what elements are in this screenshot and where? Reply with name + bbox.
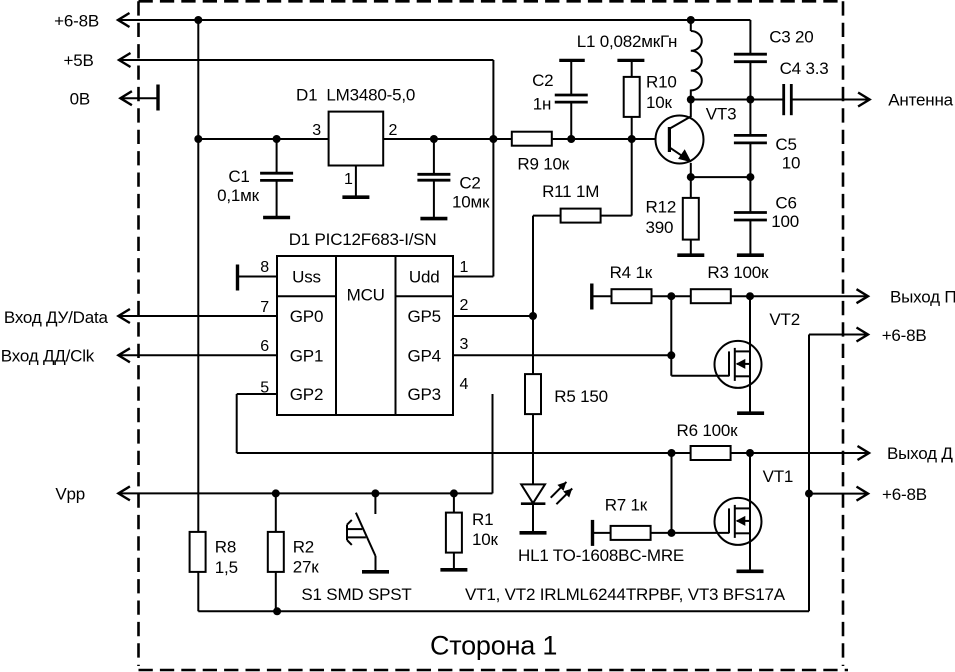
svg-text:R10: R10 <box>646 73 677 92</box>
svg-text:1: 1 <box>344 171 353 188</box>
svg-text:1н: 1н <box>533 94 551 113</box>
svg-text:6: 6 <box>260 338 269 355</box>
svg-text:L1 0,082мкГн: L1 0,082мкГн <box>577 32 678 51</box>
svg-text:1: 1 <box>460 259 469 276</box>
svg-text:R1: R1 <box>472 510 493 529</box>
svg-text:Uss: Uss <box>292 268 321 287</box>
svg-text:3: 3 <box>460 336 469 353</box>
svg-text:3: 3 <box>312 122 321 139</box>
svg-text:R6 100к: R6 100к <box>677 421 739 440</box>
svg-text:HL1 TO-1608BC-MRE: HL1 TO-1608BC-MRE <box>518 546 684 565</box>
svg-text:Выход П: Выход П <box>890 287 955 306</box>
svg-text:8: 8 <box>260 259 269 276</box>
svg-text:+6-8В: +6-8В <box>882 326 927 345</box>
svg-text:VT2: VT2 <box>769 310 800 329</box>
svg-text:10мк: 10мк <box>452 193 490 212</box>
svg-text:C1: C1 <box>228 167 249 186</box>
svg-text:GP3: GP3 <box>407 385 440 404</box>
svg-text:0В: 0В <box>70 89 90 108</box>
svg-text:R5 150: R5 150 <box>554 387 608 406</box>
svg-text:2: 2 <box>460 297 469 314</box>
svg-text:C3 20: C3 20 <box>769 28 813 47</box>
svg-text:10: 10 <box>782 154 801 173</box>
svg-text:R7 1к: R7 1к <box>605 496 648 515</box>
svg-text:Антенна: Антенна <box>888 91 953 110</box>
svg-text:VT3: VT3 <box>706 105 737 124</box>
svg-text:5: 5 <box>260 380 269 397</box>
svg-text:7: 7 <box>260 299 269 316</box>
svg-text:MCU: MCU <box>347 286 385 305</box>
svg-text:R11 1M: R11 1M <box>542 182 599 201</box>
svg-text:Вход ДД/Clk: Вход ДД/Clk <box>1 347 95 366</box>
svg-text:0,1мк: 0,1мк <box>217 186 260 205</box>
svg-text:Сторона 1: Сторона 1 <box>430 631 557 661</box>
svg-text:GP0: GP0 <box>290 307 323 326</box>
svg-text:S1 SMD SPST: S1 SMD SPST <box>301 585 411 604</box>
svg-text:VT1, VT2 IRLML6244TRPBF, VT3 B: VT1, VT2 IRLML6244TRPBF, VT3 BFS17A <box>465 585 786 604</box>
svg-text:390: 390 <box>646 218 674 237</box>
svg-text:+5В: +5В <box>63 51 93 70</box>
svg-text:100: 100 <box>771 212 799 231</box>
svg-text:27к: 27к <box>293 558 320 577</box>
svg-text:10к: 10к <box>472 530 499 549</box>
svg-text:GP2: GP2 <box>290 385 323 404</box>
svg-text:C6: C6 <box>775 193 796 212</box>
svg-text:Выход Д: Выход Д <box>887 444 953 463</box>
svg-text:Udd: Udd <box>409 268 440 287</box>
svg-text:GP4: GP4 <box>407 347 440 366</box>
svg-text:2: 2 <box>389 122 398 139</box>
svg-text:1,5: 1,5 <box>215 558 238 577</box>
svg-text:R3 100к: R3 100к <box>707 263 769 282</box>
svg-text:VT1: VT1 <box>763 467 794 486</box>
svg-text:R2: R2 <box>293 537 314 556</box>
svg-text:C2: C2 <box>459 174 480 193</box>
svg-text:D1 LM3480-5,0: D1 LM3480-5,0 <box>296 86 415 105</box>
svg-text:Вход ДУ/Data: Вход ДУ/Data <box>4 308 109 327</box>
svg-text:GP5: GP5 <box>407 307 440 326</box>
svg-text:Vpp: Vpp <box>55 485 85 504</box>
svg-text:GP1: GP1 <box>290 347 323 366</box>
svg-text:4: 4 <box>460 376 469 393</box>
svg-text:R4 1к: R4 1к <box>610 263 653 282</box>
svg-text:C4 3.3: C4 3.3 <box>780 59 829 78</box>
svg-text:+6-8В: +6-8В <box>54 12 99 31</box>
svg-text:+6-8В: +6-8В <box>882 485 927 504</box>
svg-text:R12: R12 <box>646 198 677 217</box>
svg-text:10к: 10к <box>646 93 673 112</box>
svg-text:D1 PIC12F683-I/SN: D1 PIC12F683-I/SN <box>289 230 437 249</box>
svg-text:R9 10к: R9 10к <box>517 155 569 174</box>
svg-text:R8: R8 <box>215 538 236 557</box>
svg-text:C2: C2 <box>532 71 553 90</box>
svg-text:C5: C5 <box>775 135 796 154</box>
